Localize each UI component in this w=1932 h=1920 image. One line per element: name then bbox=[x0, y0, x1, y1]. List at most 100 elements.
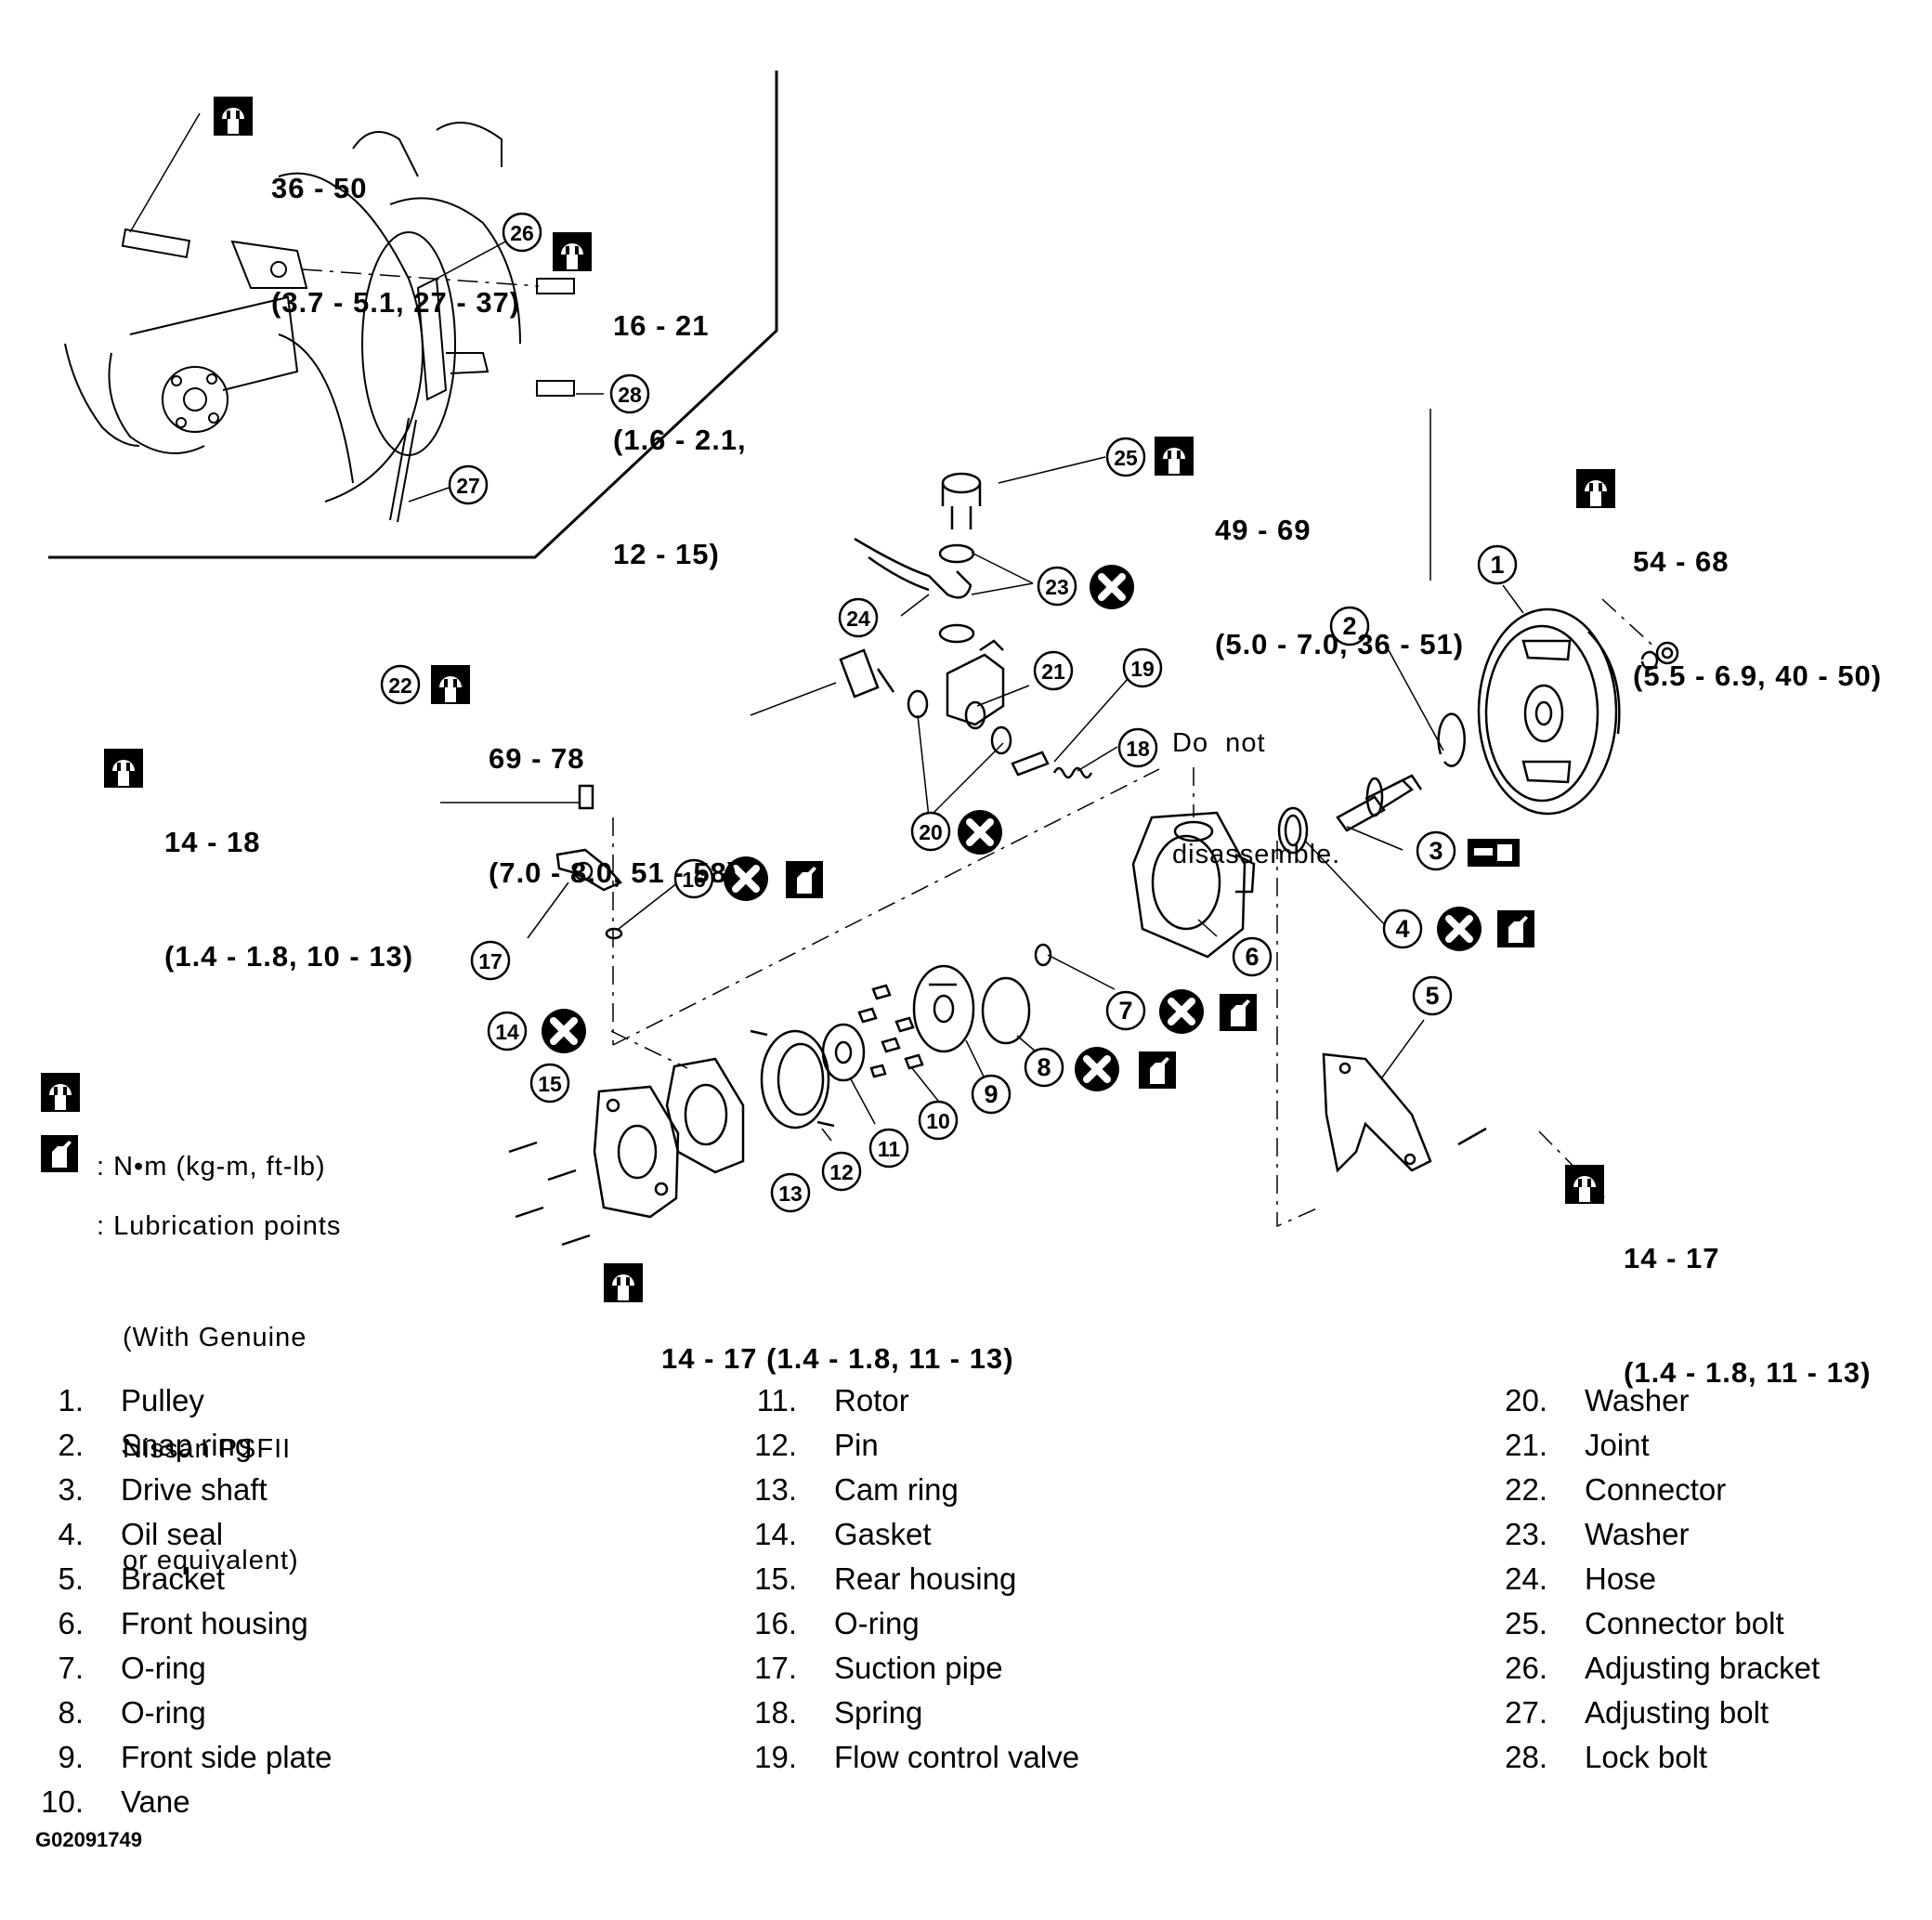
callout-circle bbox=[918, 1100, 959, 1141]
part-number: 4. bbox=[58, 1517, 84, 1551]
parts-list-item: 28.Lock bolt bbox=[1477, 1735, 1820, 1780]
part-name: Flow control valve bbox=[834, 1740, 1080, 1774]
part-number: 22. bbox=[1505, 1472, 1547, 1507]
callout-number: 14 bbox=[495, 1020, 519, 1044]
part-name: Gasket bbox=[834, 1517, 932, 1551]
part-number: 15. bbox=[754, 1561, 797, 1596]
parts-list-item: 19.Flow control valve bbox=[726, 1735, 1079, 1780]
part-number: 6. bbox=[58, 1606, 84, 1640]
part-number: 21. bbox=[1505, 1428, 1547, 1462]
part-number: 2. bbox=[58, 1428, 84, 1462]
part-name: Bracket bbox=[121, 1561, 225, 1596]
part-number: 18. bbox=[754, 1695, 797, 1730]
part-number: 20. bbox=[1505, 1383, 1547, 1417]
part-number: 8. bbox=[58, 1695, 84, 1730]
parts-list-item: 4.Oil seal bbox=[13, 1512, 332, 1557]
callout-circle bbox=[1037, 566, 1077, 607]
legend-lubrication: : Lubrication points (With Genuine Nissa… bbox=[97, 1211, 342, 1575]
part-name: Hose bbox=[1585, 1561, 1657, 1596]
part-name: Connector bbox=[1585, 1472, 1727, 1507]
callout-circle bbox=[529, 1063, 570, 1104]
callout-circle bbox=[868, 1128, 909, 1169]
part-number: 23. bbox=[1505, 1517, 1547, 1551]
callout-number: 4 bbox=[1395, 915, 1409, 943]
parts-list-item: 23.Washer bbox=[1477, 1512, 1820, 1557]
callout-number: 22 bbox=[388, 673, 412, 698]
parts-list-item: 9.Front side plate bbox=[13, 1735, 332, 1780]
callout-number: 6 bbox=[1245, 943, 1259, 971]
part-number: 14. bbox=[754, 1517, 797, 1551]
part-number: 24. bbox=[1505, 1561, 1547, 1596]
parts-list-item: 24. Hose bbox=[1477, 1557, 1820, 1601]
part-name: Rotor bbox=[834, 1383, 909, 1417]
parts-list-item: 15. Rear housing bbox=[726, 1557, 1079, 1601]
parts-list-item: 7.O-ring bbox=[13, 1646, 332, 1691]
callout-circle bbox=[1477, 544, 1518, 585]
legend-torque: : N•m (kg-m, ft-lb) bbox=[97, 1152, 326, 1182]
parts-list-col2: 11. Rotor 12. Pin 13.Cam ring 14. Gasket 15. Rea… bbox=[726, 1378, 1079, 1780]
parts-list-item: 16. O-ring bbox=[726, 1601, 1079, 1646]
part-name: Pin bbox=[834, 1428, 879, 1462]
parts-list-item: 2. Snap ring bbox=[13, 1423, 332, 1468]
callout-number: 24 bbox=[846, 607, 870, 631]
part-name: Washer bbox=[1585, 1383, 1690, 1417]
parts-list-item: 17.Suction pipe bbox=[726, 1646, 1079, 1691]
leader-lines bbox=[440, 409, 1524, 1142]
callout-circle bbox=[770, 1172, 811, 1213]
parts-list-item: 22. Connector bbox=[1477, 1468, 1820, 1512]
callout-circle bbox=[609, 373, 650, 414]
callout-number: 17 bbox=[478, 949, 503, 973]
part-name: O-ring bbox=[834, 1606, 920, 1640]
parts-list-item: 8.O-ring bbox=[13, 1691, 332, 1735]
part-name: Adjusting bolt bbox=[1585, 1695, 1769, 1730]
callout-circle bbox=[1105, 437, 1146, 477]
callout-number: 13 bbox=[778, 1182, 803, 1206]
part-name: Snap ring bbox=[121, 1428, 253, 1462]
part-number: 16. bbox=[754, 1606, 797, 1640]
callout-number: 21 bbox=[1041, 660, 1065, 684]
callout-number: 27 bbox=[456, 474, 480, 498]
callout-circle bbox=[1329, 606, 1370, 647]
callout-circle bbox=[502, 212, 542, 253]
parts-list-item: 13.Cam ring bbox=[726, 1468, 1079, 1512]
part-name: Drive shaft bbox=[121, 1472, 268, 1507]
part-number: 12. bbox=[754, 1428, 797, 1462]
callout-number: 9 bbox=[984, 1080, 998, 1108]
callout-circle bbox=[673, 858, 714, 899]
inset-sketch bbox=[64, 122, 575, 523]
part-name: Front housing bbox=[121, 1606, 308, 1640]
callout-circle bbox=[1024, 1047, 1064, 1088]
callout-number: 5 bbox=[1425, 982, 1439, 1010]
part-name: Suction pipe bbox=[834, 1651, 1003, 1685]
part-name: Lock bolt bbox=[1585, 1740, 1708, 1774]
part-name: Connector bolt bbox=[1585, 1606, 1784, 1640]
callout-number: 2 bbox=[1342, 612, 1356, 640]
torque-spec-connector: 69 - 78 (7.0 - 8.0, 51 - 58) bbox=[489, 742, 738, 889]
callout-circle bbox=[1416, 830, 1456, 871]
torque-spec-connector-bolt: 49 - 69 (5.0 - 7.0, 36 - 51) bbox=[1215, 514, 1465, 660]
part-name: Adjusting bracket bbox=[1585, 1651, 1821, 1685]
callout-number: 12 bbox=[829, 1160, 854, 1184]
parts-list-item: 12. Pin bbox=[726, 1423, 1079, 1468]
part-name: O-ring bbox=[121, 1651, 206, 1685]
callout-number: 8 bbox=[1037, 1053, 1051, 1081]
inset-frame bbox=[48, 71, 778, 559]
parts-list-item: 18.Spring bbox=[726, 1691, 1079, 1735]
callout-number: 3 bbox=[1429, 837, 1442, 865]
part-number: 5. bbox=[58, 1561, 84, 1596]
torque-spec-adj-bracket-bolt: 36 - 50 (3.7 - 5.1, 27 - 37) bbox=[271, 172, 521, 319]
callout-circle bbox=[380, 664, 421, 705]
special-tool-icon bbox=[1468, 839, 1520, 867]
inset-leaders bbox=[129, 112, 604, 503]
callout-number: 20 bbox=[919, 820, 943, 844]
part-name: Rear housing bbox=[834, 1561, 1017, 1596]
parts-list-item: 25.Connector bolt bbox=[1477, 1601, 1820, 1646]
parts-list-item: 3.Drive shaft bbox=[13, 1468, 332, 1512]
callout-circle bbox=[821, 1151, 862, 1192]
pump-parts bbox=[508, 472, 1679, 1247]
part-number: 11. bbox=[756, 1383, 797, 1417]
parts-list-item: 5. Bracket bbox=[13, 1557, 332, 1601]
callout-circle bbox=[487, 1011, 528, 1051]
